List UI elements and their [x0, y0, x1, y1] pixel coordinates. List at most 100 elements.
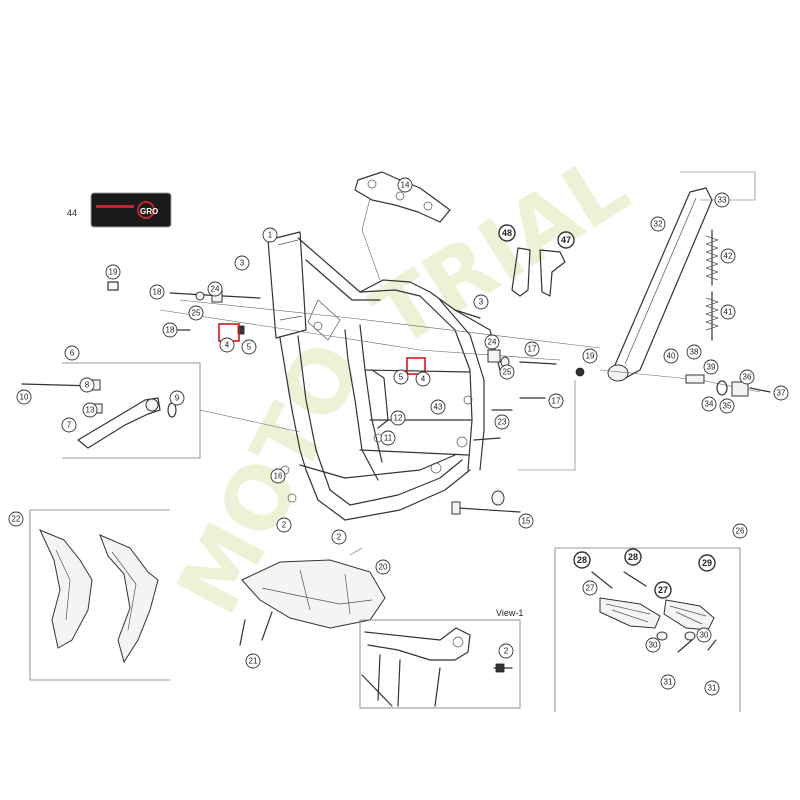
callout-3: 3	[473, 294, 489, 310]
svg-text:18: 18	[153, 288, 162, 297]
svg-text:16: 16	[274, 472, 283, 481]
callout-14: 14	[397, 177, 413, 193]
frame-guards	[29, 509, 170, 681]
callout-8: 8	[79, 377, 95, 393]
badge-brand: GRO	[140, 207, 158, 216]
svg-text:40: 40	[667, 352, 676, 361]
svg-text:29: 29	[702, 558, 712, 568]
svg-text:30: 30	[649, 641, 658, 650]
svg-text:11: 11	[384, 434, 393, 443]
callout-2: 2	[498, 643, 514, 659]
svg-text:12: 12	[394, 414, 403, 423]
svg-text:15: 15	[522, 517, 531, 526]
callout-21: 21	[245, 653, 261, 669]
callout-33: 33	[714, 192, 730, 208]
svg-text:2: 2	[337, 533, 342, 542]
watermark-text-right: TRIAL	[356, 136, 645, 368]
svg-text:30: 30	[700, 631, 709, 640]
svg-text:17: 17	[552, 397, 561, 406]
svg-text:8: 8	[85, 381, 90, 390]
svg-text:19: 19	[586, 352, 595, 361]
main-frame	[267, 231, 501, 521]
callout-27: 27	[582, 580, 598, 596]
svg-text:31: 31	[708, 684, 717, 693]
svg-text:35: 35	[723, 402, 732, 411]
svg-text:36: 36	[743, 373, 752, 382]
svg-text:5: 5	[247, 343, 252, 352]
callout-24: 24	[207, 281, 223, 297]
badge-stripe	[96, 205, 134, 208]
callout-48: 48	[498, 224, 516, 242]
callout-20: 20	[375, 559, 391, 575]
svg-text:34: 34	[705, 400, 714, 409]
callout-40: 40	[663, 348, 679, 364]
svg-text:28: 28	[628, 552, 638, 562]
callout-28: 28	[624, 548, 642, 566]
highlight-box-right	[406, 357, 426, 375]
callout-35: 35	[719, 398, 735, 414]
callout-15: 15	[518, 513, 534, 529]
svg-text:3: 3	[479, 298, 484, 307]
callout-36: 36	[739, 369, 755, 385]
side-stand	[607, 171, 756, 382]
svg-text:2: 2	[504, 647, 509, 656]
callout-34: 34	[701, 396, 717, 412]
svg-text:27: 27	[658, 585, 668, 595]
callout-18: 18	[162, 322, 178, 338]
callout-13: 13	[82, 402, 98, 418]
callout-42: 42	[720, 248, 736, 264]
callout-30: 30	[645, 637, 661, 653]
badge-plate	[90, 192, 172, 228]
callout-24: 24	[484, 334, 500, 350]
swingarm-bolt	[451, 490, 521, 515]
stand-pivot-hardware	[599, 369, 771, 397]
callout-25: 25	[188, 305, 204, 321]
svg-text:38: 38	[690, 348, 699, 357]
brand-badge: 44 GRO	[67, 192, 172, 228]
svg-text:37: 37	[777, 389, 786, 398]
callout-19: 19	[582, 348, 598, 364]
callout-1: 1	[262, 227, 278, 243]
callout-39: 39	[703, 359, 719, 375]
callout-23: 23	[494, 414, 510, 430]
callout-17: 17	[524, 341, 540, 357]
badge-logo-ring	[137, 201, 155, 219]
svg-text:33: 33	[718, 196, 727, 205]
callout-31: 31	[660, 674, 676, 690]
callout-27: 27	[654, 581, 672, 599]
callout-5: 5	[241, 339, 257, 355]
callout-38: 38	[686, 344, 702, 360]
callout-41: 41	[720, 304, 736, 320]
svg-text:25: 25	[503, 368, 512, 377]
svg-text:31: 31	[664, 678, 673, 687]
right-hardware	[473, 349, 585, 471]
svg-text:17: 17	[528, 345, 537, 354]
badge-number: 44	[67, 208, 77, 218]
callout-3: 3	[234, 255, 250, 271]
view-1-title: View-1	[496, 608, 523, 618]
callout-11: 11	[380, 430, 396, 446]
callout-17: 17	[548, 393, 564, 409]
svg-text:26: 26	[736, 527, 745, 536]
view-1-inset: View-1	[359, 608, 523, 709]
svg-text:20: 20	[379, 563, 388, 572]
callout-7: 7	[61, 417, 77, 433]
callout-9: 9	[169, 390, 185, 406]
svg-text:7: 7	[67, 421, 72, 430]
svg-text:41: 41	[724, 308, 733, 317]
callout-43: 43	[430, 399, 446, 415]
callout-32: 32	[650, 216, 666, 232]
svg-text:1: 1	[268, 231, 273, 240]
seat-bracket	[354, 171, 451, 281]
brake-pedal-assembly	[21, 362, 301, 459]
callout-37: 37	[773, 385, 789, 401]
callout-4: 4	[415, 371, 431, 387]
svg-text:42: 42	[724, 252, 733, 261]
callout-2: 2	[331, 529, 347, 545]
callout-26: 26	[732, 523, 748, 539]
mount-brackets	[511, 247, 566, 297]
svg-text:32: 32	[654, 220, 663, 229]
callout-16: 16	[270, 468, 286, 484]
svg-text:23: 23	[498, 418, 507, 427]
